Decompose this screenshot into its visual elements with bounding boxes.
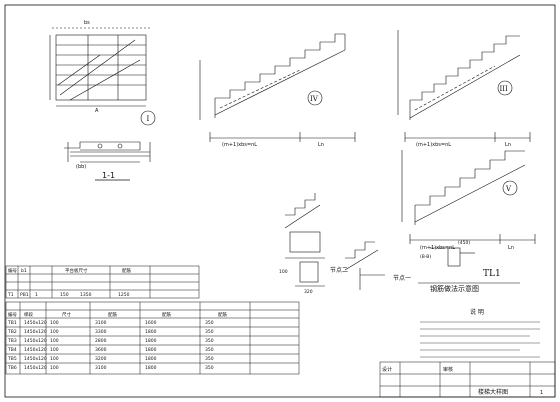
table-cell: TB4: [7, 347, 17, 353]
stair-plan: [49, 27, 150, 107]
notes-heading: 说 明: [470, 308, 484, 316]
table-cell: TB3: [7, 338, 17, 344]
flight-v-label: V: [505, 185, 512, 193]
table-cell: 100: [50, 320, 59, 326]
flight-iv: [199, 33, 356, 142]
table-cell: 350: [205, 329, 214, 335]
t2-h1: 梯段: [24, 311, 33, 318]
table-cell: 1450x120: [24, 329, 47, 335]
table-cell: 350: [205, 347, 214, 353]
table-cell: 1450x120: [24, 338, 47, 344]
title-checker: 审核: [443, 366, 453, 373]
t1-r0-c1: PB1: [20, 292, 29, 298]
plan-id-circle: [140, 110, 156, 126]
beam-note: (B-B): [420, 254, 431, 260]
t1-h2: 平台板尺寸: [65, 267, 88, 274]
table-cell: 1800: [145, 329, 157, 335]
table-cell: 2800: [95, 338, 107, 344]
t1-r0-c5: 1250: [118, 292, 130, 298]
flight-iii: [397, 30, 531, 142]
flight-iii-dim: (m+1)xbs=nL: [416, 142, 451, 148]
table-cell: 100: [50, 329, 59, 335]
flight-iv-label: IV: [310, 95, 319, 103]
table-cell: TB2: [7, 329, 17, 335]
flight-v-marker: [502, 180, 518, 196]
table-cell: TB6: [7, 365, 17, 371]
t1-r0-c4: 1350: [80, 292, 92, 298]
table-cell: 3300: [95, 329, 107, 335]
flight-iii-label: III: [500, 85, 509, 93]
node-rise-dim: 100: [279, 269, 288, 275]
node-label-2: 节点二: [330, 266, 348, 274]
t1-h1: b1: [21, 268, 27, 274]
t2-h5: 配筋: [218, 311, 227, 318]
t1-r0-c3: 150: [60, 292, 69, 298]
node-label-1: 节点一: [393, 274, 411, 282]
t2-h4: 配筋: [162, 311, 171, 318]
sheet-border: [4, 4, 556, 398]
section-dim-note: (bb): [76, 164, 86, 170]
table-cell: 1800: [145, 356, 157, 362]
table-cell: 350: [205, 356, 214, 362]
notes-lines: [420, 321, 540, 358]
t2-h0: 编号: [8, 311, 17, 318]
table-cell: 1800: [145, 347, 157, 353]
title-drawing-name: 楼梯大样图: [478, 388, 508, 396]
t2-h2: 尺寸: [62, 311, 71, 318]
t2-h3: 配筋: [108, 311, 117, 318]
beam-caption: 钢筋做法示意图: [430, 284, 479, 293]
table-cell: 3600: [95, 347, 107, 353]
table-cell: 350: [205, 338, 214, 344]
node-detail-2: [284, 193, 325, 287]
table-cell: 1600: [145, 320, 157, 326]
t1-r0-c2: 1: [35, 292, 38, 298]
table-2: [5, 301, 300, 375]
plan-id: I: [147, 115, 150, 123]
table-cell: 1450x120: [24, 356, 47, 362]
flight-iv-run: Ln: [318, 142, 324, 148]
node-width-dim: 320: [304, 289, 313, 295]
title-block: [379, 361, 556, 398]
flight-iii-marker: [497, 80, 513, 96]
node-detail-1: [344, 241, 385, 290]
section-label: 1-1: [102, 171, 115, 180]
table-cell: 3200: [95, 356, 107, 362]
table-cell: 100: [50, 365, 59, 371]
table-cell: 100: [50, 356, 59, 362]
flight-v-run: Ln: [508, 245, 514, 251]
flight-v: [401, 150, 536, 244]
title-designer: 设计: [382, 366, 392, 373]
flight-iv-marker: [307, 90, 323, 106]
beam-height: (450): [458, 240, 470, 246]
table-cell: 1450x120: [24, 320, 47, 326]
table-cell: 1450x120: [24, 347, 47, 353]
t1-h3: 配筋: [122, 267, 131, 274]
flight-iii-run: Ln: [505, 142, 511, 148]
table-cell: 1800: [145, 338, 157, 344]
plan-dim-bottom: A: [95, 108, 99, 114]
table-cell: 3100: [95, 320, 107, 326]
beam-section: [430, 247, 475, 267]
title-sheet: 1: [540, 390, 543, 396]
t1-h0: 编号: [8, 267, 17, 274]
table-cell: 1450x120: [24, 365, 47, 371]
table-cell: TB1: [7, 320, 17, 326]
table-cell: 350: [205, 320, 214, 326]
table-cell: 1800: [145, 365, 157, 371]
table-cell: 350: [205, 365, 214, 371]
table-cell: TB5: [7, 356, 17, 362]
table-cell: 100: [50, 347, 59, 353]
beam-title: TL1: [483, 269, 501, 279]
flight-iv-dim: (m+1)xbs=nL: [222, 142, 257, 148]
table-cell: 3100: [95, 365, 107, 371]
section-1-1: [64, 141, 151, 181]
table-1: [5, 265, 200, 299]
plan-dim-top: bs: [84, 20, 90, 26]
t1-r0-c0: T1: [7, 292, 14, 298]
table-cell: 100: [50, 338, 59, 344]
